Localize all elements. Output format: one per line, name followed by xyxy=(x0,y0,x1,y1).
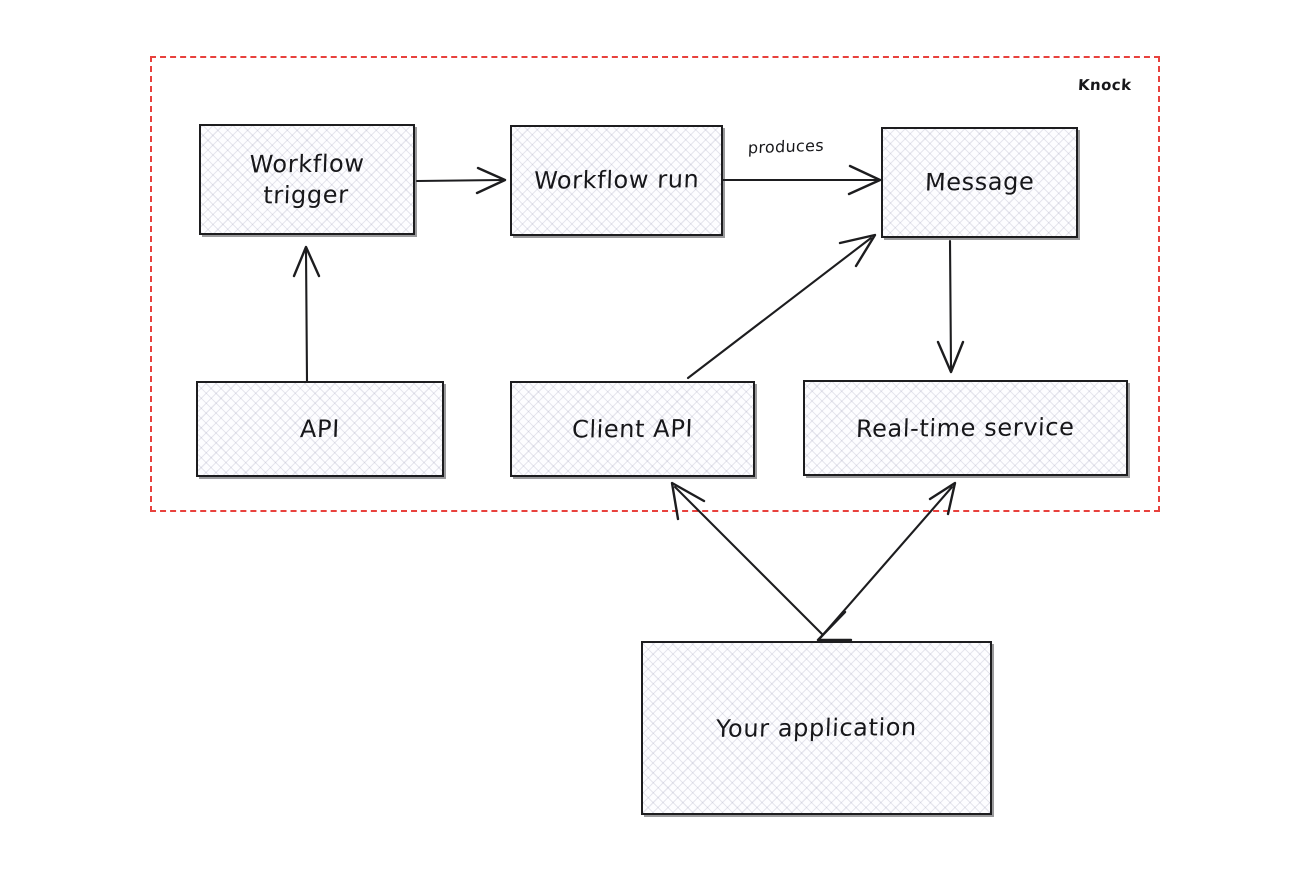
node-workflow-run[interactable]: Workflow run xyxy=(510,125,723,236)
node-your-application[interactable]: Your application xyxy=(641,641,992,815)
node-realtime-service[interactable]: Real-time service xyxy=(803,380,1128,476)
node-api[interactable]: API xyxy=(196,381,444,477)
node-message[interactable]: Message xyxy=(881,127,1078,238)
node-api-label: API xyxy=(299,414,341,443)
node-your-application-label: Your application xyxy=(715,712,918,743)
knock-boundary xyxy=(150,56,1160,512)
knock-boundary-label: Knock xyxy=(1077,76,1132,94)
node-workflow-trigger[interactable]: Workflow trigger xyxy=(199,124,415,235)
node-workflow-trigger-label: Workflow trigger xyxy=(249,149,366,209)
node-realtime-service-label: Real-time service xyxy=(855,412,1076,443)
node-workflow-run-label: Workflow run xyxy=(533,165,700,195)
node-client-api[interactable]: Client API xyxy=(510,381,755,477)
node-client-api-label: Client API xyxy=(571,414,694,444)
edge-label-produces: produces xyxy=(747,135,825,158)
node-message-label: Message xyxy=(924,167,1035,197)
